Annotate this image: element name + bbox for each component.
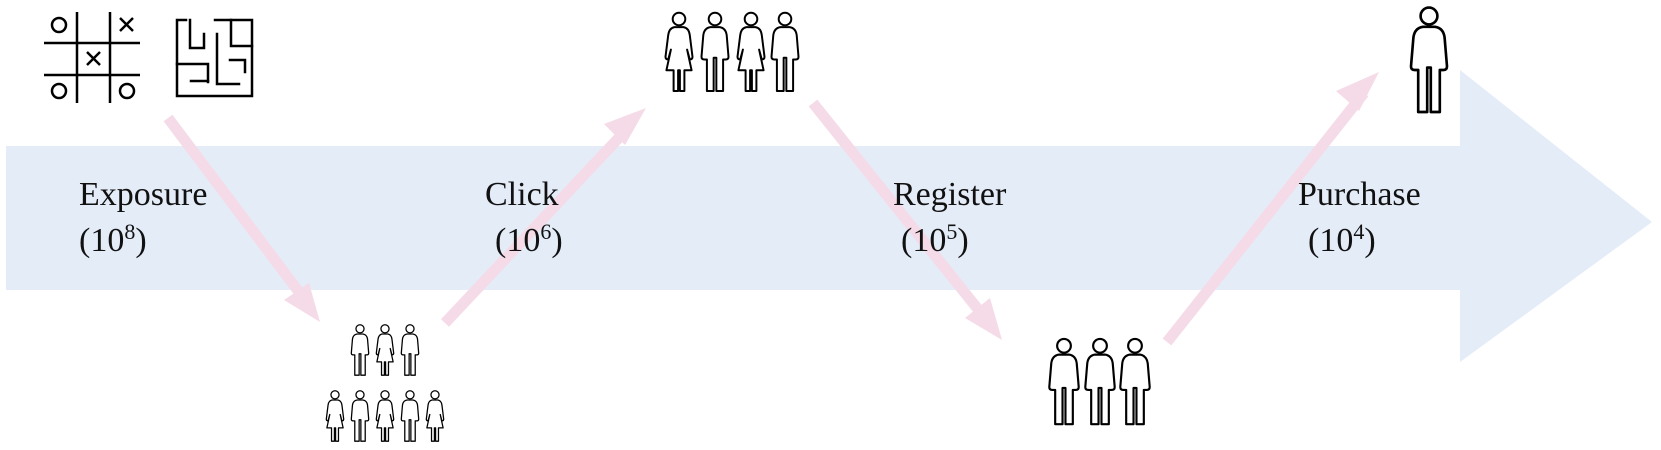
maze-icon — [175, 18, 254, 98]
stage-name: Exposure — [79, 176, 208, 213]
stage-name: Click — [485, 176, 559, 213]
stage-count: (105) — [901, 219, 969, 260]
stage-count: (104) — [1308, 219, 1376, 260]
stage-label-click: Click (106) — [485, 172, 685, 264]
stage-label-purchase: Purchase (104) — [1298, 172, 1498, 264]
stage-name: Register — [893, 176, 1007, 213]
stage-arrow-band — [6, 70, 1652, 362]
stage-count: (108) — [79, 219, 147, 260]
stage-name: Purchase — [1298, 176, 1421, 213]
group-of-three-people-icon — [1048, 337, 1151, 426]
crowd-of-people-icon — [325, 324, 445, 442]
single-person-icon — [1409, 6, 1449, 114]
flow-arrows — [163, 72, 1379, 346]
tic-tac-toe-icon — [44, 12, 140, 103]
stage-count: (106) — [495, 219, 563, 260]
stage-label-exposure: Exposure (108) — [79, 172, 279, 264]
group-of-four-people-icon — [664, 11, 800, 92]
stage-label-register: Register (105) — [893, 172, 1093, 264]
